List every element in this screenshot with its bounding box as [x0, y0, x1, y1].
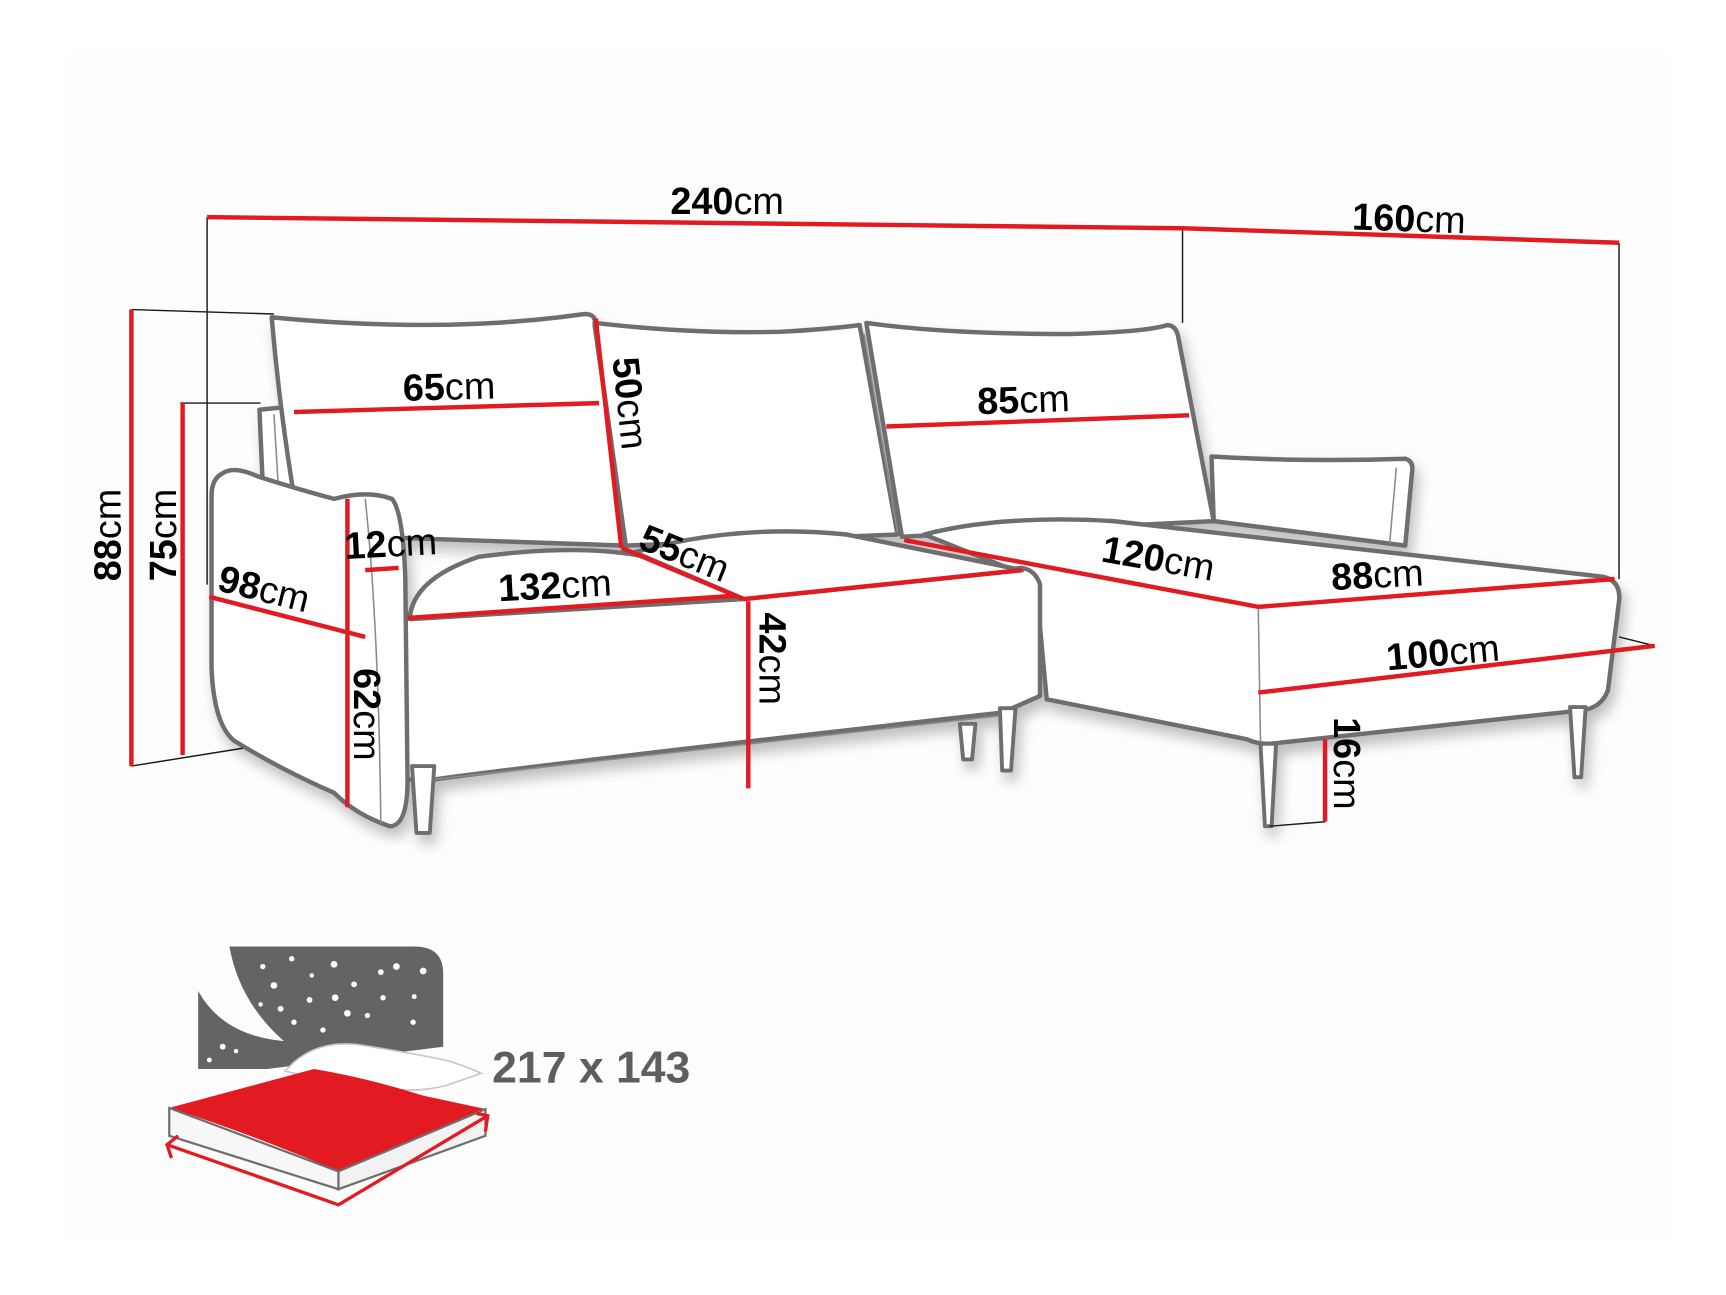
dim-line-85	[886, 413, 1190, 429]
label-chaise-seat-width: 88cm	[1330, 552, 1425, 599]
dim-line-12	[365, 565, 399, 573]
label-chaise-width: 100cm	[1385, 628, 1502, 680]
back-cushion-middle	[592, 320, 900, 548]
leg-chaise-back	[1568, 705, 1588, 780]
label-back-cushion-height: 50cm	[603, 355, 654, 451]
dim-line-120	[903, 537, 1259, 610]
dimension-lines	[129, 214, 1655, 822]
dim-line-seat-front	[743, 567, 1023, 602]
dim-line-50	[593, 318, 624, 549]
label-total-height: 88cm	[87, 489, 129, 582]
dim-line-160	[1182, 226, 1620, 245]
label-back-cushion-right: 85cm	[977, 378, 1071, 423]
leg-back-middle	[957, 721, 978, 762]
bed-with-night-sky-icon	[165, 946, 490, 1207]
dim-line-240	[207, 214, 1183, 231]
chaise-armrest	[1209, 454, 1415, 548]
sofa-drawing	[209, 311, 1622, 835]
leg-chaise-front	[1258, 741, 1279, 829]
label-chaise-depth: 160cm	[1351, 196, 1466, 242]
dim-line-132	[407, 593, 736, 621]
sleeping-area-label: 217 x 143	[492, 1043, 690, 1092]
left-armrest	[209, 467, 410, 829]
label-seat-width: 132cm	[497, 562, 613, 610]
back-cushion-right	[864, 320, 1216, 539]
label-total-width: 240cm	[670, 181, 784, 223]
dim-line-98	[208, 594, 366, 640]
dim-line-88-chaise	[1258, 576, 1615, 610]
extension-lines	[131, 217, 1655, 827]
label-armrest-width: 12cm	[343, 521, 438, 568]
dimension-labels: 240cm 160cm 88cm 75cm 65cm 50cm 85cm 12c…	[87, 181, 1501, 810]
leg-front-left	[410, 764, 437, 835]
leg-middle	[997, 706, 1018, 773]
label-leg-height: 16cm	[1325, 717, 1367, 810]
label-armrest-height: 75cm	[143, 489, 185, 582]
dim-line-65	[293, 400, 600, 415]
dim-line-100	[1257, 643, 1655, 695]
label-arm-side-height: 62cm	[345, 668, 387, 761]
stars	[206, 956, 427, 1063]
label-seat-height: 42cm	[750, 612, 792, 705]
dim-line-55	[620, 545, 745, 602]
label-back-cushion-left: 65cm	[402, 365, 496, 409]
seat-cushion-middle	[632, 529, 1025, 602]
sofa-seat-body	[400, 565, 1043, 782]
back-cushion-left	[269, 311, 629, 548]
